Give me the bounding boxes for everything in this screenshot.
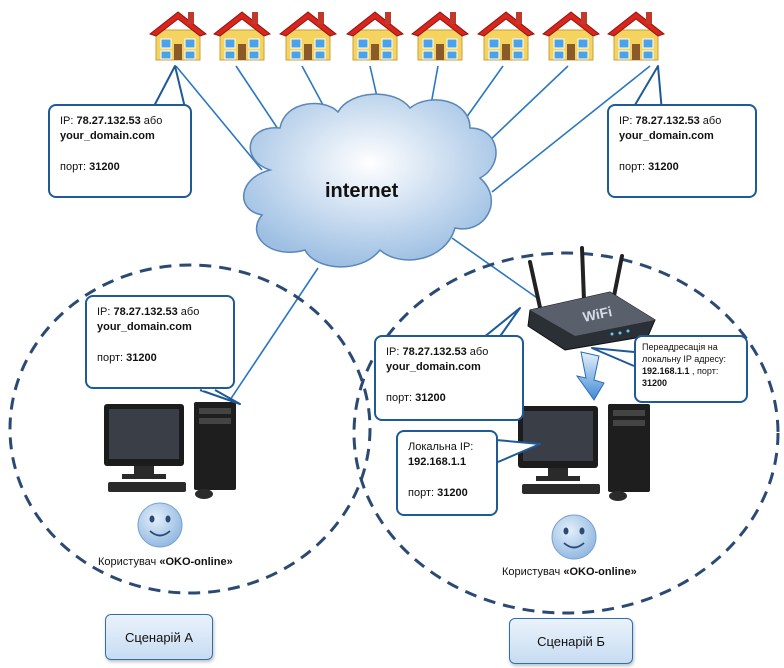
house-icon (346, 11, 404, 61)
ip-address: 192.168.1.1 (642, 366, 690, 376)
ip-address: 192.168.1.1 (408, 456, 467, 468)
local-ip-label: Локальна IP: (408, 441, 474, 453)
house-link (491, 65, 651, 193)
port: 31200 (642, 378, 668, 388)
ip-address: 78.27.132.53 (76, 115, 141, 127)
houses (149, 11, 665, 61)
user-b-smiley-icon (551, 514, 597, 560)
house-link (175, 65, 263, 171)
callout-scenario-b: IP: 78.27.132.53 або your_domain.com пор… (374, 335, 524, 421)
wifi-router-icon: WiFi (527, 246, 656, 351)
cloud-icon (243, 93, 497, 268)
internet-label: internet (325, 180, 399, 202)
callout-top-right: IP: 78.27.132.53 або your_domain.com пор… (607, 104, 757, 198)
house-link (486, 65, 569, 144)
house-icon (411, 11, 469, 61)
callout-tail (591, 347, 635, 367)
house-link (465, 65, 504, 119)
ip-address: 78.27.132.53 (113, 306, 178, 318)
user-a-smiley-icon (137, 502, 183, 548)
scenario-b-boundary (352, 251, 780, 615)
user-b-caption: Користувач «OKO-online» (502, 566, 637, 578)
house-icon (149, 11, 207, 61)
house-icon (279, 11, 337, 61)
ip-address: 78.27.132.53 (402, 346, 467, 358)
port: 31200 (437, 487, 468, 499)
scenario-a-boundary (8, 263, 372, 595)
domain: your_domain.com (386, 361, 481, 373)
callout-top-left: IP: 78.27.132.53 або your_domain.com пор… (48, 104, 192, 198)
scenario-a-button[interactable]: Сценарій А (105, 614, 213, 660)
callout-tail (199, 389, 241, 405)
pc-a-link (229, 267, 319, 401)
port: 31200 (648, 161, 679, 173)
router-link (451, 237, 541, 301)
domain: your_domain.com (619, 130, 714, 142)
callout-scenario-a: IP: 78.27.132.53 або your_domain.com пор… (85, 295, 235, 389)
callout-tail (477, 307, 521, 343)
house-icon (213, 11, 271, 61)
callout-tail (495, 439, 541, 463)
callout-port-forwarding: Переадресація на локальну IP адресу: 192… (634, 335, 748, 403)
scenario-b-button[interactable]: Сценарій Б (509, 618, 633, 664)
domain: your_domain.com (60, 130, 155, 142)
callout-tail (631, 65, 663, 113)
port: 31200 (415, 392, 446, 404)
user-a-caption: Користувач «OKO-online» (98, 556, 233, 568)
ip-address: 78.27.132.53 (635, 115, 700, 127)
callout-local-ip: Локальна IP: 192.168.1.1 порт: 31200 (396, 430, 498, 516)
callout-tail (151, 65, 187, 113)
port: 31200 (89, 161, 120, 173)
house-icon (542, 11, 600, 61)
computer-a-icon (104, 402, 236, 499)
domain: your_domain.com (97, 321, 192, 333)
router-label: WiFi (581, 303, 613, 325)
computer-b-icon (518, 404, 650, 501)
forward-arrow-icon (575, 351, 605, 401)
house-icon (477, 11, 535, 61)
house-links (175, 65, 651, 401)
house-icon (607, 11, 665, 61)
port: 31200 (126, 352, 157, 364)
house-link (235, 65, 283, 136)
